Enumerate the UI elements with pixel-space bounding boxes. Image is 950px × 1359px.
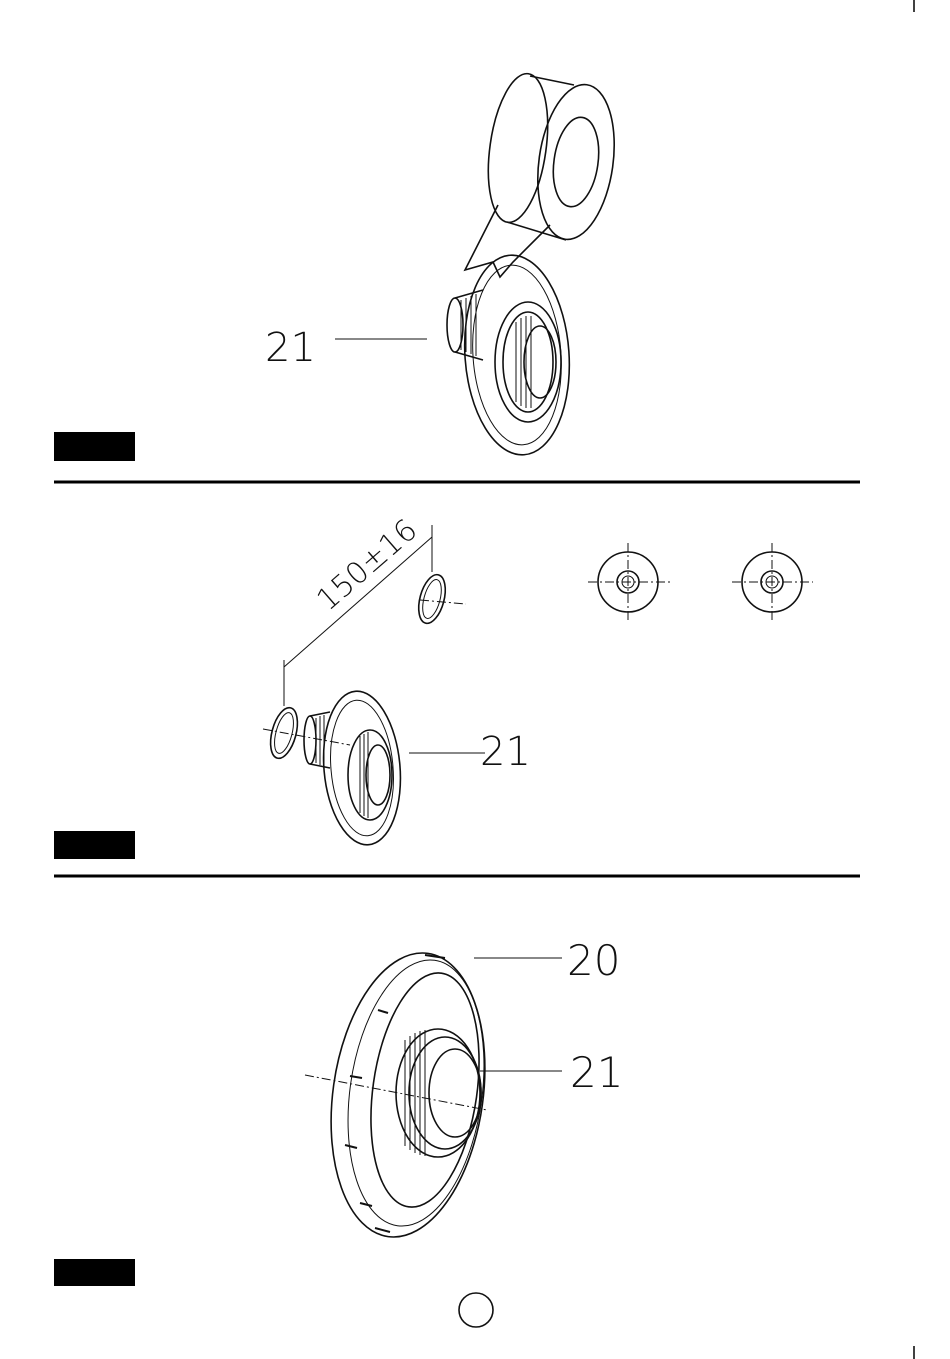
step-label-box-1 [54,432,135,461]
callout-20: 20 [567,936,620,985]
hole-target-symbol-right [732,543,813,622]
step-label-box-2 [54,831,135,859]
callout-21-panel-2: 21 [480,729,531,775]
gasket-ring-upper [414,572,466,627]
hole-target-symbol-left [588,543,670,622]
panel-3-nut-assembly: 20 21 [54,936,623,1286]
page-number-circle [459,1293,493,1327]
threaded-fitting-panel-2 [304,688,407,848]
panel-2-installation-distance: 150±16 21 [54,513,813,859]
step-label-box-3 [54,1259,135,1286]
panel-1-tape-on-fitting: 21 [54,70,623,461]
callout-21-panel-3: 21 [570,1048,623,1097]
threaded-fitting-21 [396,1029,481,1157]
callout-21-panel-1: 21 [265,325,316,371]
ptfe-tape-roll [465,70,623,277]
threaded-fitting-panel-1 [447,252,576,459]
dimension-150: 150±16 [310,513,424,619]
gasket-ring-lower [263,705,350,761]
